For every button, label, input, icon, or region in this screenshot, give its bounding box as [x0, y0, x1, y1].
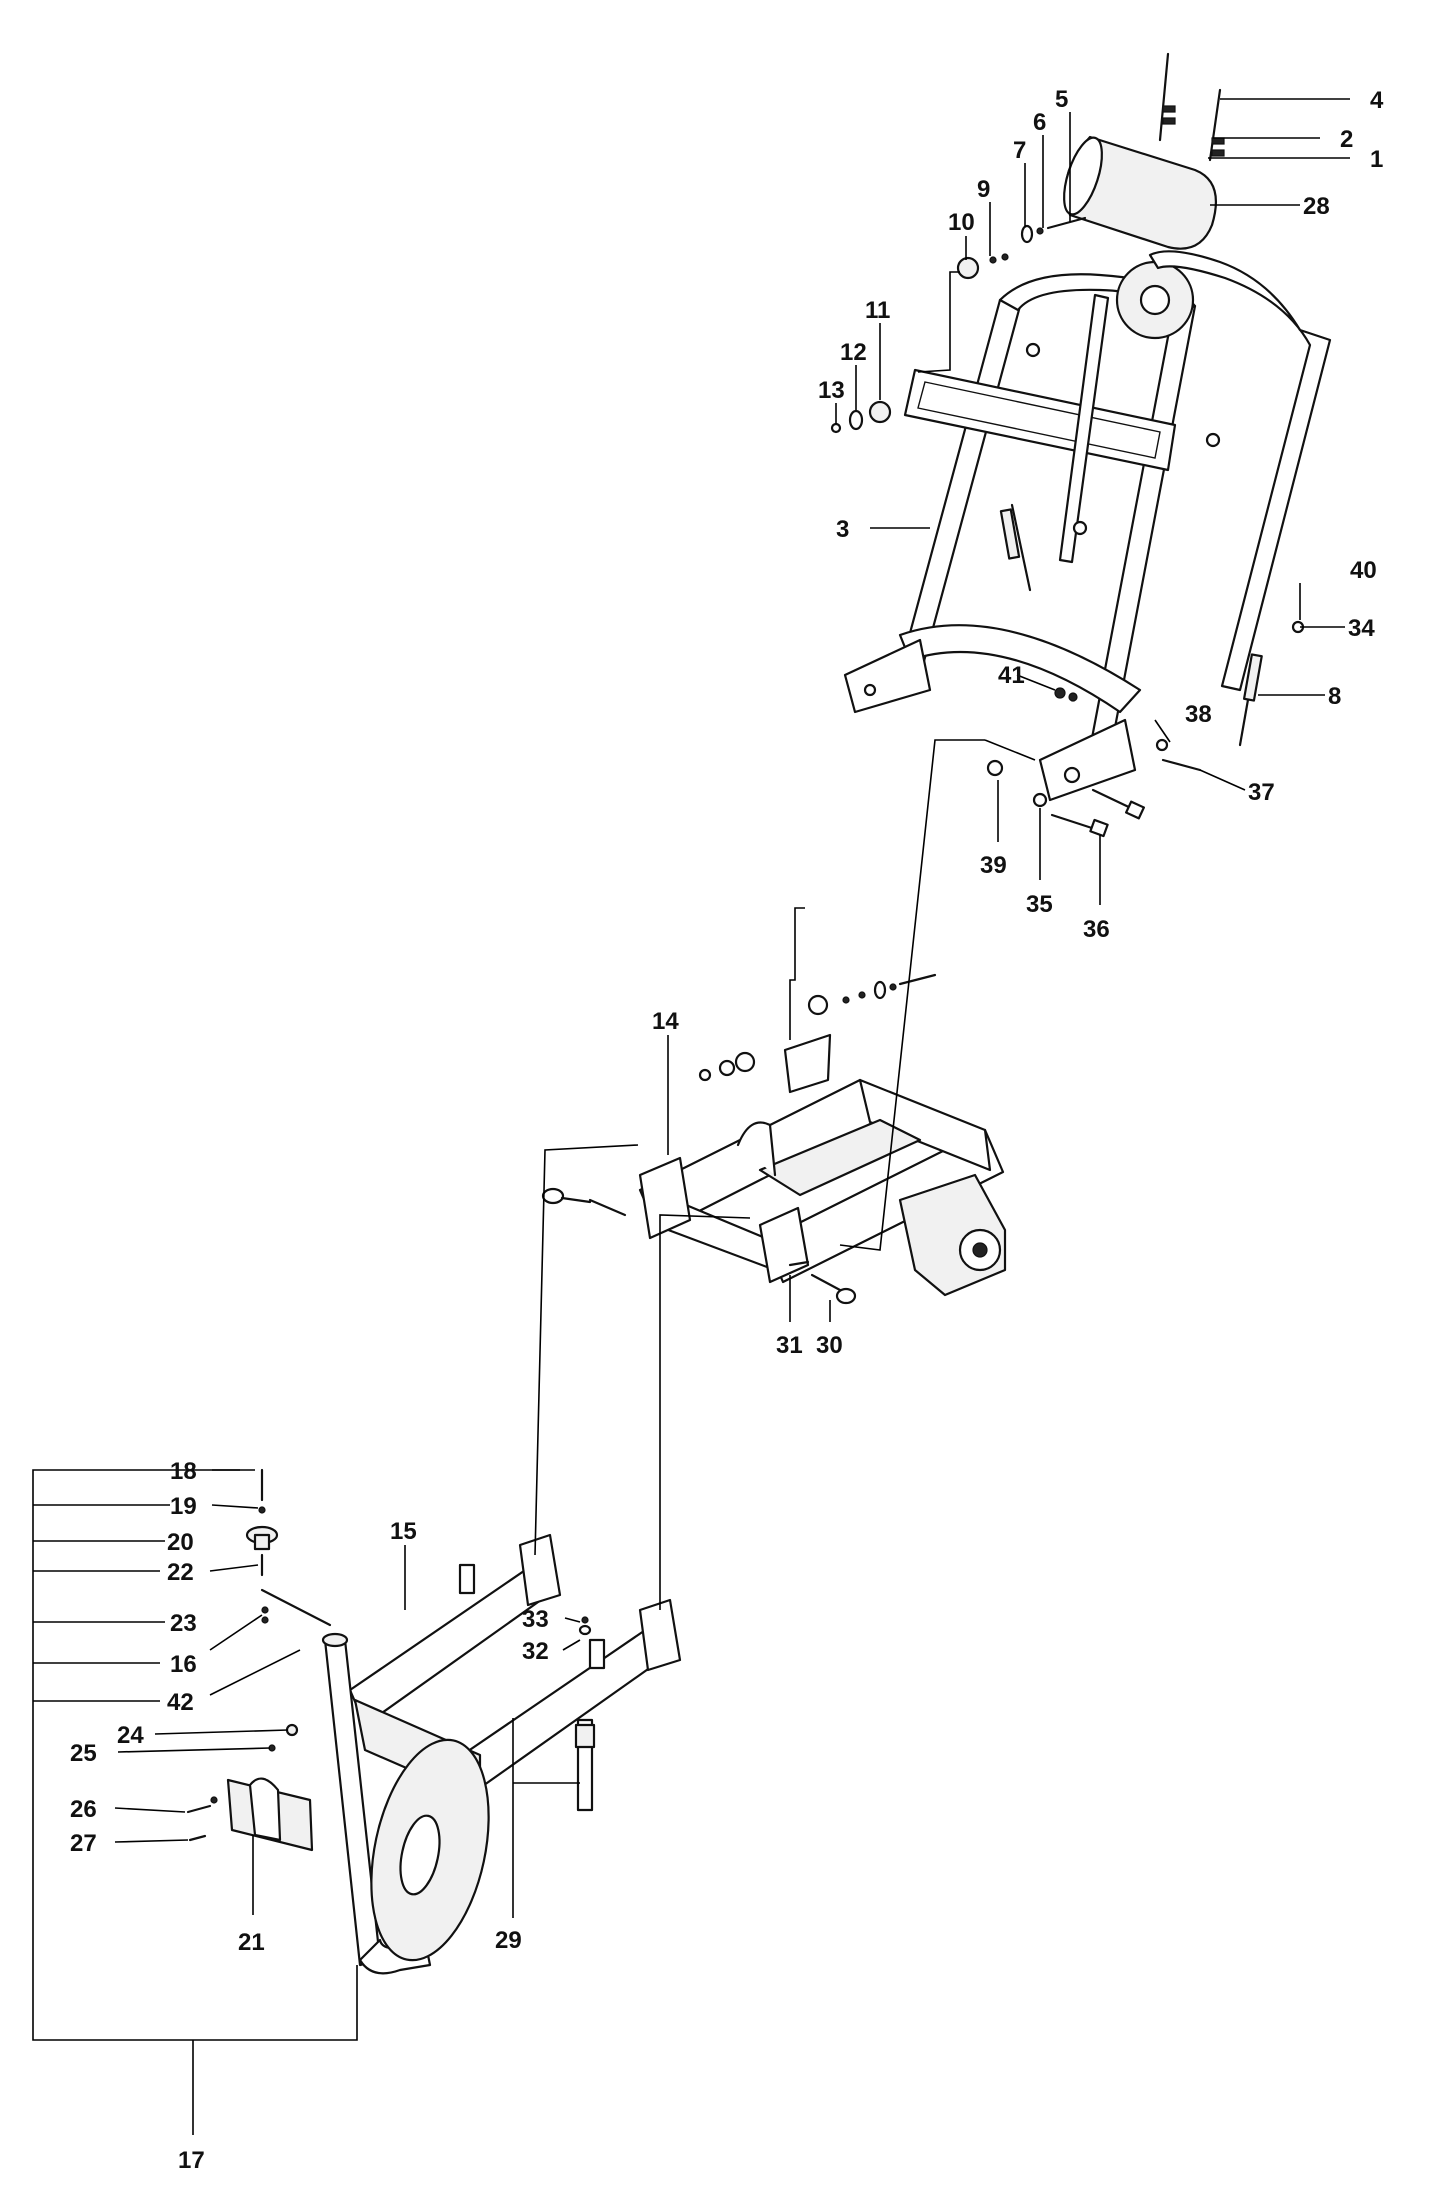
label-41: 41	[998, 662, 1025, 689]
label-10: 10	[948, 209, 975, 236]
label-4: 4	[1370, 87, 1384, 114]
leader-lines	[33, 98, 1350, 2135]
label-37: 37	[1248, 779, 1275, 806]
label-35: 35	[1026, 891, 1053, 918]
label-26: 26	[70, 1796, 97, 1823]
label-25: 25	[70, 1740, 97, 1767]
lower-frame-drawing	[186, 1468, 682, 1975]
chassis-drawing	[541, 973, 1007, 1305]
label-15: 15	[390, 1518, 417, 1545]
part-labels: 1 2 3 4 5 6 7 8 9 10 11 12 13 14 15 16 1…	[70, 86, 1384, 2174]
label-20: 20	[167, 1529, 194, 1556]
label-19: 19	[170, 1493, 197, 1520]
label-30: 30	[816, 1332, 843, 1359]
label-16: 16	[170, 1651, 197, 1678]
label-6: 6	[1033, 109, 1046, 136]
label-3: 3	[836, 516, 849, 543]
label-28: 28	[1303, 193, 1330, 220]
label-18: 18	[170, 1458, 197, 1485]
label-2: 2	[1340, 126, 1353, 153]
label-38: 38	[1185, 701, 1212, 728]
label-7: 7	[1013, 137, 1026, 164]
label-33: 33	[522, 1606, 549, 1633]
label-14: 14	[652, 1008, 679, 1035]
label-27: 27	[70, 1830, 97, 1857]
label-8: 8	[1328, 683, 1341, 710]
label-17: 17	[178, 2147, 205, 2174]
label-39: 39	[980, 852, 1007, 879]
handle-frame-drawing	[830, 52, 1332, 838]
label-1: 1	[1370, 146, 1383, 173]
label-13: 13	[818, 377, 845, 404]
label-11: 11	[865, 297, 890, 324]
label-23: 23	[170, 1610, 197, 1637]
label-42: 42	[167, 1689, 194, 1716]
label-9: 9	[977, 176, 990, 203]
label-40: 40	[1350, 557, 1377, 584]
label-5: 5	[1055, 86, 1068, 113]
label-22: 22	[167, 1559, 194, 1586]
label-21: 21	[238, 1929, 265, 1956]
label-31: 31	[776, 1332, 803, 1359]
label-24: 24	[117, 1722, 144, 1749]
label-34: 34	[1348, 615, 1375, 642]
label-32: 32	[522, 1638, 549, 1665]
label-12: 12	[840, 339, 867, 366]
assembly-guide-lines	[32, 739, 1036, 2041]
label-29: 29	[495, 1927, 522, 1954]
label-36: 36	[1083, 916, 1110, 943]
